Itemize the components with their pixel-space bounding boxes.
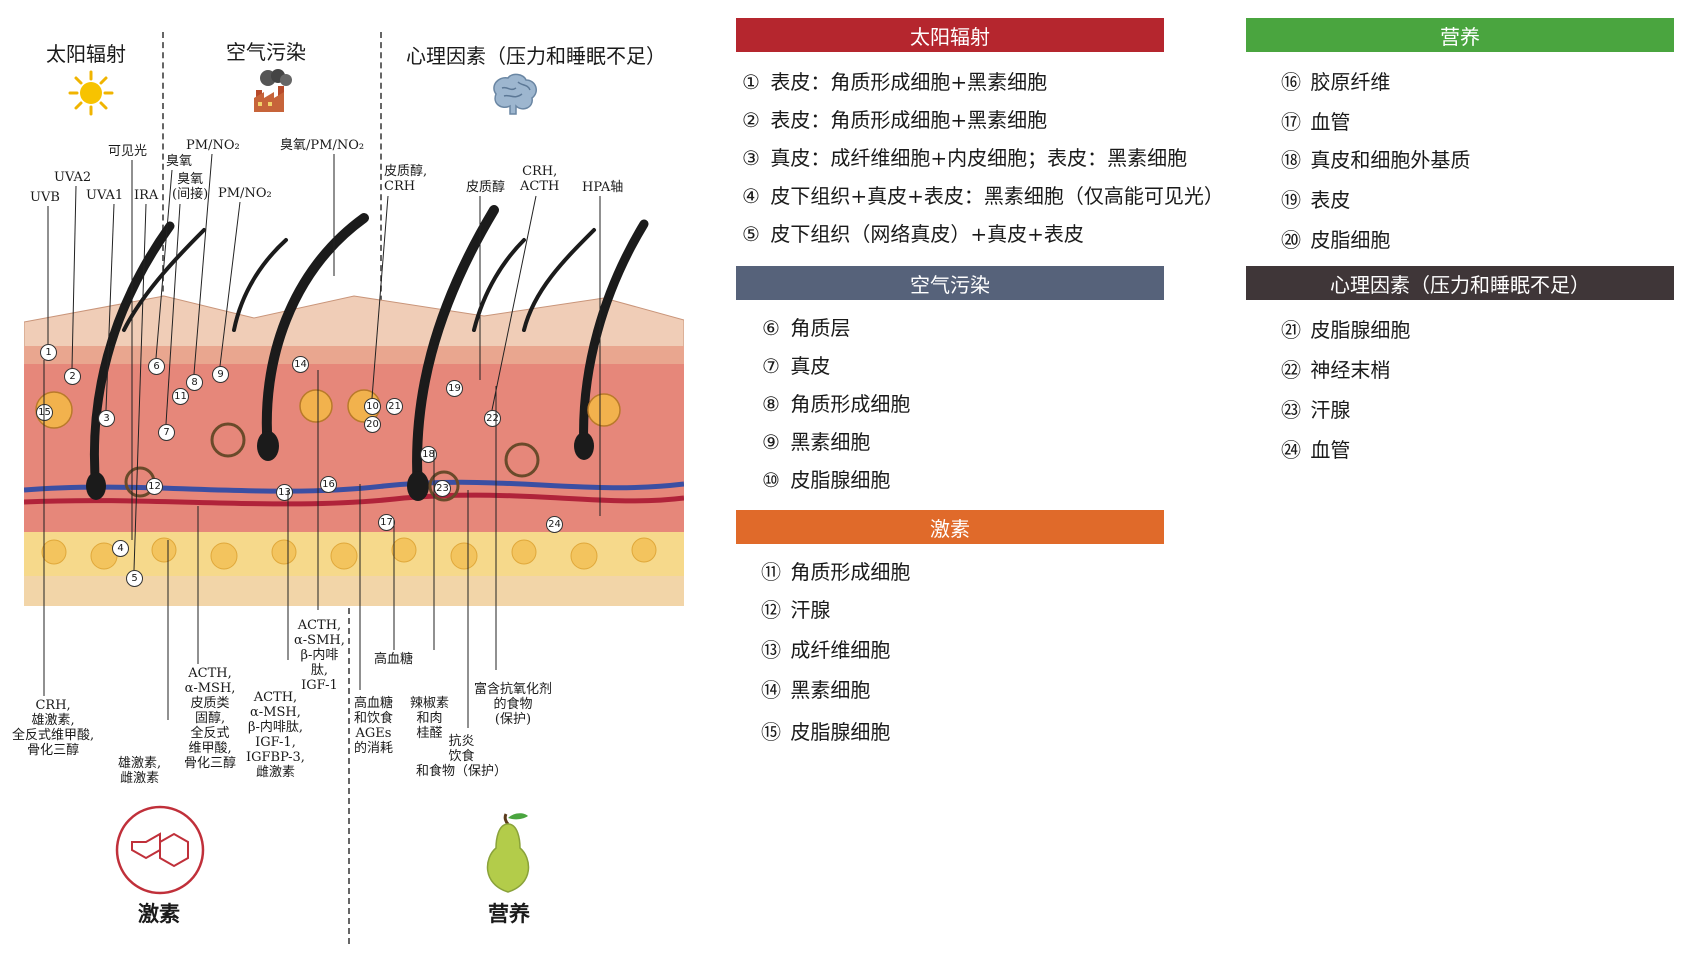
legend-item-14: ⑭ 黑素细胞: [761, 678, 871, 702]
category-pollution-title: 空气污染: [226, 40, 306, 64]
hormone-molecule-icon: [115, 805, 205, 895]
legend-header-nutrition: 营养: [1246, 18, 1674, 52]
marker-21: 21: [386, 398, 403, 415]
label-crh-acth: CRH, ACTH: [520, 164, 560, 194]
marker-18: 18: [420, 446, 437, 463]
marker-8: 8: [186, 374, 203, 391]
separator-hormone-nutrition: [348, 598, 350, 944]
label-hpa-axis: HPA轴: [582, 180, 624, 195]
label-ozone-pm-no2: 臭氧/PM/NO₂: [280, 138, 365, 153]
marker-14: 14: [292, 356, 309, 373]
label-uva1: UVA1: [86, 188, 124, 203]
leader-lines: [43, 153, 601, 728]
marker-20: 20: [364, 416, 381, 433]
legend-item-23: ㉓ 汗腺: [1281, 398, 1351, 422]
marker-2: 2: [64, 368, 81, 385]
legend-header-pollution: 空气污染: [736, 266, 1164, 300]
marker-10: 10: [364, 398, 381, 415]
label-cortisol-crh: 皮质醇, CRH: [384, 164, 428, 194]
category-solar-title: 太阳辐射: [46, 42, 126, 66]
legend-item-22: ㉒ 神经末梢: [1281, 358, 1391, 382]
bottom-category-hormone: 激素: [138, 901, 180, 926]
legend-item-20: ⑳ 皮脂细胞: [1281, 228, 1391, 252]
label-crh-androgen: CRH, 雄激素, 全反式维甲酸, 骨化三醇: [12, 698, 95, 758]
label-pm-no2-b: PM/NO₂: [218, 186, 272, 201]
legend-item-5: ⑤ 皮下组织（网络真皮）+真皮+表皮: [742, 222, 1084, 246]
legend-item-15: ⑮ 皮脂腺细胞: [761, 720, 891, 744]
label-acth-msh-a: ACTH, α-MSH, 皮质类 固醇, 全反式 维甲酸, 骨化三醇: [184, 666, 237, 771]
label-capsaicin: 辣椒素 和肉 桂醛: [410, 696, 450, 741]
legend-item-17: ⑰ 血管: [1281, 110, 1351, 134]
legend-item-16: ⑯ 胶原纤维: [1281, 70, 1391, 94]
legend-item-9: ⑨ 黑素细胞: [762, 430, 871, 454]
marker-16: 16: [320, 476, 337, 493]
legend-item-12: ⑫ 汗腺: [761, 598, 831, 622]
label-ira: IRA: [134, 188, 159, 203]
marker-3: 3: [98, 410, 115, 427]
label-ozone-indirect: 臭氧 (间接): [172, 172, 209, 202]
legend-item-24: ㉔ 血管: [1281, 438, 1351, 462]
marker-12: 12: [146, 478, 163, 495]
legend-item-6: ⑥ 角质层: [762, 316, 851, 340]
bottom-category-nutrition: 营养: [488, 901, 530, 926]
category-psych-title: 心理因素（压力和睡眠不足）: [406, 44, 666, 68]
legend-item-1: ① 表皮：角质形成细胞+黑素细胞: [742, 70, 1048, 94]
label-acth-smh: ACTH, α-SMH, β-内啡 肽, IGF-1: [294, 618, 345, 693]
label-uva2: UVA2: [54, 170, 92, 185]
separator-solar-pollution: [162, 32, 164, 332]
legend-item-11: ⑪ 角质形成细胞: [761, 560, 911, 584]
marker-7: 7: [158, 424, 175, 441]
brain-icon: [493, 73, 537, 115]
label-cortisol: 皮质醇: [466, 180, 506, 195]
marker-4: 4: [112, 540, 129, 557]
label-high-sugar: 高血糖: [374, 652, 414, 667]
legend-item-13: ⑬ 成纤维细胞: [761, 638, 891, 662]
label-acth-msh-b: ACTH, α-MSH, β-内啡肽, IGF-1, IGFBP-3, 雌激素: [246, 690, 305, 780]
separator-pollution-psych: [380, 32, 382, 332]
legend-header-psych: 心理因素（压力和睡眠不足）: [1246, 266, 1674, 300]
legend-item-8: ⑧ 角质形成细胞: [762, 392, 911, 416]
marker-24: 24: [546, 516, 563, 533]
legend-header-hormone: 激素: [736, 510, 1164, 544]
label-antioxidant: 富含抗氧化剂 的食物 (保护): [474, 682, 553, 727]
label-ozone-a: 臭氧: [166, 154, 193, 169]
legend-item-7: ⑦ 真皮: [762, 354, 831, 378]
legend-item-3: ③ 真皮：成纤维细胞+内皮细胞；表皮：黑素细胞: [742, 146, 1188, 170]
legend-item-4: ④ 皮下组织+真皮+表皮：黑素细胞（仅高能可见光）: [742, 184, 1224, 208]
marker-11: 11: [172, 388, 189, 405]
label-high-sugar-diet: 高血糖 和饮食 AGEs 的消耗: [354, 696, 394, 756]
legend-item-18: ⑱ 真皮和细胞外基质: [1281, 148, 1471, 172]
marker-13: 13: [276, 484, 293, 501]
label-androgen-estrogen: 雄激素, 雌激素: [118, 756, 162, 786]
marker-6: 6: [148, 358, 165, 375]
legend-header-solar: 太阳辐射: [736, 18, 1164, 52]
marker-1: 1: [40, 344, 57, 361]
marker-22: 22: [484, 410, 501, 427]
marker-9: 9: [212, 366, 229, 383]
factory-icon: [254, 69, 292, 112]
legend-item-10: ⑩ 皮脂腺细胞: [762, 468, 891, 492]
marker-5: 5: [126, 570, 143, 587]
label-pm-no2-a: PM/NO₂: [186, 138, 240, 153]
label-anti-inflammatory: 抗炎 饮食 和食物（保护）: [416, 734, 508, 779]
legend-item-2: ② 表皮：角质形成细胞+黑素细胞: [742, 108, 1048, 132]
marker-19: 19: [446, 380, 463, 397]
label-uvb: UVB: [30, 190, 60, 205]
label-visible-light: 可见光: [108, 144, 148, 159]
sun-icon: [68, 70, 114, 116]
legend-item-19: ⑲ 表皮: [1281, 188, 1351, 212]
skin-cross-section: [24, 205, 684, 606]
legend-item-21: ㉑ 皮脂腺细胞: [1281, 318, 1411, 342]
pear-icon: [486, 813, 530, 893]
